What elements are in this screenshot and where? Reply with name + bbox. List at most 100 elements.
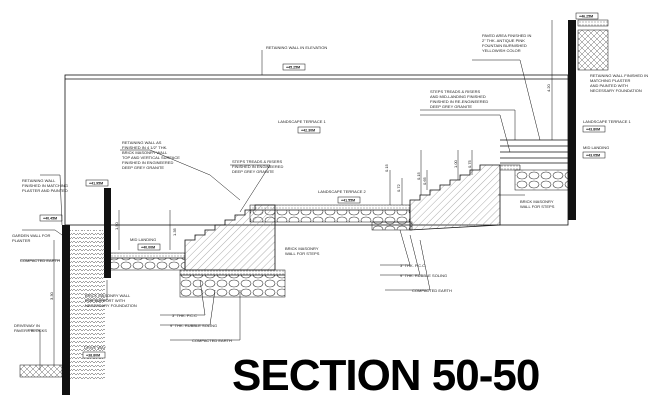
callout-compacted-mid: COMPACTED EARTH (192, 338, 232, 343)
left-retaining-wall (19, 225, 105, 395)
callout-line: RETAINING WALL AS (122, 140, 162, 145)
callout-mid-landing-right: MID LANDING (583, 145, 609, 150)
callout-line: FINISHED IN ENGINEERED (122, 160, 173, 165)
callout-line: DRIVEWAY IN (14, 323, 40, 328)
callout-brick-support: BRICK MASONRY WALL FOR SUPPORT WITH NECE… (85, 293, 137, 308)
level-tag-text: +45.25M (286, 66, 300, 70)
level-tag-text: +41.55M (341, 199, 355, 203)
level-tag: +40.45M (39, 214, 63, 222)
callout-landscape-terrace-1-right: LANDSCAPE TERRACE 1 (583, 119, 631, 124)
callout-line: DEEP GREY GRANITE (430, 104, 472, 109)
right-stairs (409, 164, 569, 231)
callout-mid-landing-left: MID LANDING (130, 237, 156, 242)
dimension-label: 1.35 (172, 227, 177, 236)
level-tag-text: +38.80M (86, 354, 100, 358)
dimension-lines (53, 20, 553, 365)
callout-line: STEPS TREADS & RISERS (232, 159, 282, 164)
level-tag-text: +40.00M (141, 246, 155, 250)
callout-brick-masonry-right: BRICK MASONRY WALL FOR STEPS (520, 199, 555, 209)
callout-line: TOP AND VERTICAL SURFACE (122, 155, 180, 160)
callout-line: BRICK MASONRY (285, 246, 319, 251)
drawing-title: SECTION 50-50 (232, 351, 539, 400)
callout-line: PAVERS BLOCKS (14, 328, 47, 333)
level-tag-text: +43.05M (586, 154, 600, 158)
terrace-2-ground (249, 204, 413, 231)
callout-line: AND PAINTED WITH (590, 83, 628, 88)
callout-landscape-terrace-1: LANDSCAPE TERRACE 1 (278, 119, 326, 124)
callout-retaining-wall-farleft: RETAINING WALL FINISHED IN MATCHING PLAS… (22, 178, 68, 193)
callout-line: RETAINING WALL (22, 178, 56, 183)
dimension-label: 0.65 (422, 176, 427, 185)
leader-lines (20, 50, 541, 370)
callout-line: BRICK MASONRY (520, 199, 554, 204)
callout-drive-way: DRIVE WAY (84, 345, 106, 350)
callout-line: RETAINING WALL FINISHED IN (590, 73, 648, 78)
level-tag-text: +42.30M (301, 129, 315, 133)
dimension-label: 1.50 (114, 221, 119, 230)
callout-rubble-mid: 9" THK. RUBBLE SOLING (170, 323, 217, 328)
right-retaining-wall (568, 19, 609, 220)
callout-line: BRICK MASONRY WALL (85, 293, 131, 298)
level-tag: +43.80M (582, 125, 606, 133)
callout-retaining-wall-left: RETAINING WALL AS FINISHED IN 4 1/2" THK… (122, 140, 180, 170)
callout-pcc-mid: 3" THK. P.C.C (172, 313, 197, 318)
callout-brick-masonry-mid: BRICK MASONRY WALL FOR STEPS (285, 246, 320, 256)
callout-line: DEEP GREY GRANITE (122, 165, 164, 170)
level-tag: +40.00M (137, 243, 161, 251)
callout-retaining-wall-elevation: RETAINING WALL IN ELEVATION (266, 45, 327, 50)
level-tag: +45.25M (282, 63, 306, 71)
brick-wall-support (104, 188, 111, 278)
callout-line: BRICK MASONRY WALL (122, 150, 168, 155)
callout-line: NECESSARY FOUNDATION (590, 88, 642, 93)
callout-line: FINISHED IN ENGINEERED (232, 164, 283, 169)
callout-line: FINISHED IN MATCHING (22, 183, 68, 188)
callout-line: NECESSARY FOUNDATION (85, 303, 137, 308)
dimension-label: 0.15 (384, 163, 389, 172)
level-tag: +41.55M (337, 196, 361, 204)
mid-landing-left-ground (109, 252, 286, 298)
level-tag-text: +41.95M (89, 182, 103, 186)
dimension-label: 1.00 (453, 159, 458, 168)
dimension-label: 0.15 (416, 171, 421, 180)
callout-line: YELLOWISH COLOR (482, 48, 521, 53)
level-tag: +43.05M (582, 151, 606, 159)
callout-pcc-right: 3" THK. P.C.C (400, 263, 425, 268)
level-tag: +41.95M (85, 179, 109, 187)
callout-steps-right: STEPS TREADS & RISERS AND MID-LANDING FI… (430, 89, 488, 109)
callout-line: STEPS TREADS & RISERS (430, 89, 480, 94)
callout-line: 2" THK. ANTIQUE PINK (482, 38, 525, 43)
callout-compacted-earth-left: COMPACTED EARTH (20, 258, 60, 263)
callout-line: WALL FOR STEPS (520, 204, 555, 209)
callout-line: PAVED AREA FINISHED IN (482, 33, 532, 38)
callout-driveway: DRIVEWAY IN PAVERS BLOCKS (14, 323, 47, 333)
callout-line: PLANTER (12, 238, 31, 243)
callout-compacted-right: COMPACTED EARTH (412, 288, 452, 293)
dimension-label: 0.72 (396, 183, 401, 192)
dimension-label: 0.75 (467, 159, 472, 168)
level-tag-text: +43.80M (586, 128, 600, 132)
callout-line: WALL FOR STEPS (285, 251, 320, 256)
callout-line: FOUNTAIN BURNISHED (482, 43, 527, 48)
callout-landscape-terrace-2: LANDSCAPE TERRACE 2 (318, 189, 366, 194)
callout-line: GARDEN WALL FOR (12, 233, 50, 238)
callout-retaining-wall-right: RETAINING WALL FINISHED IN MATCHING PLAS… (590, 73, 648, 93)
level-tag: +42.30M (297, 126, 321, 134)
callout-line: AND MID-LANDING FINISHED (430, 94, 486, 99)
level-tag: +38.80M (82, 351, 106, 359)
callout-line: FINISHED IN RE-ENGINEERED (430, 99, 488, 104)
dimension-label: 3.30 (49, 291, 54, 300)
middle-stairs (184, 204, 276, 271)
callout-line: FOR SUPPORT WITH (85, 298, 125, 303)
callout-line: FINISHED IN 4 1/2" THK. (122, 145, 167, 150)
callout-line: MATCHING PLASTER (590, 78, 630, 83)
level-tag: +46.25M (575, 12, 599, 20)
callout-garden-wall: GARDEN WALL FOR PLANTER (12, 233, 50, 243)
level-tag-text: +46.25M (579, 15, 593, 19)
callout-line: DEEP GREY GRANITE (232, 169, 274, 174)
dimension-label: 4.20 (546, 83, 551, 92)
callout-rubble-right: 9" THK. RUBBLE SOLING (400, 273, 447, 278)
callout-paved-area: PAVED AREA FINISHED IN 2" THK. ANTIQUE P… (482, 33, 532, 53)
level-tag-text: +40.45M (43, 217, 57, 221)
callout-steps-mid: STEPS TREADS & RISERS FINISHED IN ENGINE… (232, 159, 283, 174)
